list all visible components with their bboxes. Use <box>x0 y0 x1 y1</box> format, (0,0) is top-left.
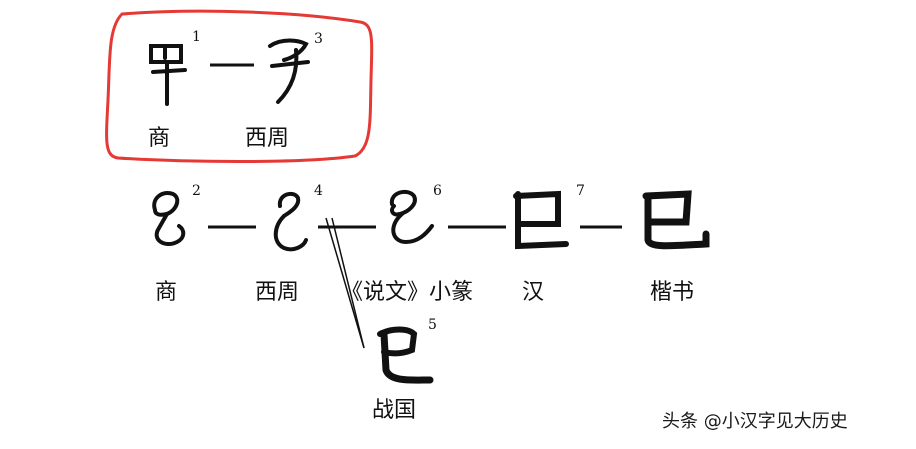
label-xizhou-row1: 西周 <box>245 126 290 151</box>
label-shang-row1: 商 <box>148 126 171 151</box>
number-6: 6 <box>433 183 442 199</box>
number-5: 5 <box>428 317 437 333</box>
glyph-xizhou-4 <box>273 191 308 252</box>
connector-line <box>210 63 254 67</box>
connector-line <box>318 225 376 229</box>
glyph-shang-1 <box>149 44 187 106</box>
connector-line <box>580 225 622 229</box>
number-4: 4 <box>314 183 323 199</box>
label-han: 汉 <box>522 280 545 305</box>
connector-line <box>448 225 506 229</box>
label-shang-row2: 商 <box>155 280 178 305</box>
watermark: 头条 @小汉字见大历史 <box>662 411 848 432</box>
glyph-han-7 <box>513 190 569 250</box>
label-kaishu: 楷书 <box>650 280 695 305</box>
glyph-kaishu <box>642 190 710 250</box>
label-zhanguo: 战国 <box>372 398 417 423</box>
glyph-zhou-3 <box>268 38 310 104</box>
glyph-zhanguo-5 <box>377 326 434 384</box>
highlight-outline <box>105 9 374 163</box>
glyph-xiaozhuan-6 <box>389 189 434 245</box>
number-7: 7 <box>576 183 585 199</box>
number-3: 3 <box>314 31 323 47</box>
number-1: 1 <box>192 29 201 45</box>
glyph-shang-2 <box>152 191 186 247</box>
connector-line <box>208 225 256 229</box>
number-2: 2 <box>192 183 201 199</box>
label-xizhou-row2: 西周 <box>255 280 300 305</box>
label-xiaozhuan: 《说文》小篆 <box>341 280 474 305</box>
